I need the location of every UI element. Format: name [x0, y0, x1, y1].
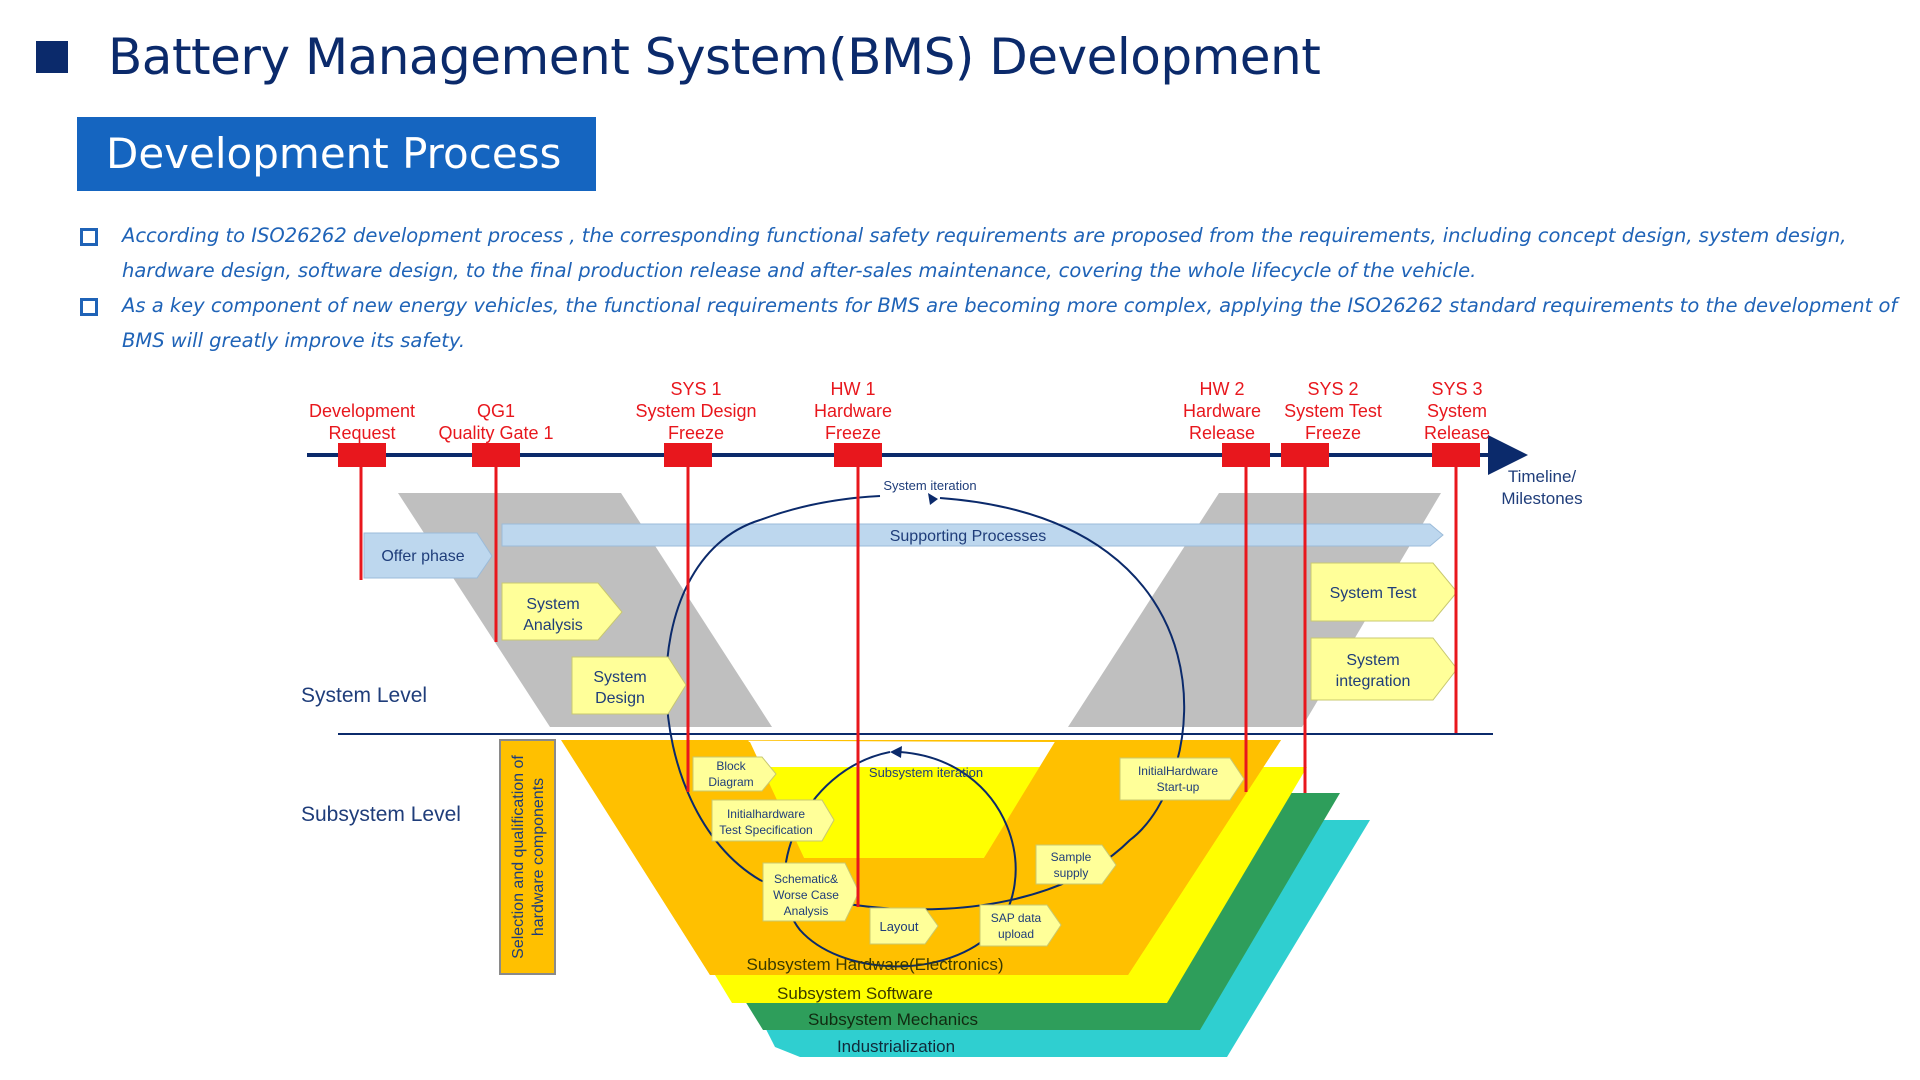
- system-test-box: [1310, 562, 1458, 622]
- subsystem-iteration-label: Subsystem iteration: [869, 765, 983, 780]
- block-diagram-line-2: Diagram: [708, 775, 753, 789]
- layout-label: Layout: [879, 919, 918, 934]
- layout-box: [869, 907, 939, 945]
- selection-qualification-line-2: hardware components: [530, 778, 547, 936]
- schematic-line-1: Schematic&: [774, 872, 838, 886]
- initial-hw-startup-line-2: Start-up: [1157, 780, 1200, 794]
- milestone-hw2-line-3: Release: [1189, 423, 1255, 443]
- bullet-item: According to ISO26262 development proces…: [78, 218, 1898, 288]
- layer-mechanics-label: Subsystem Mechanics: [808, 1010, 978, 1029]
- milestone-sys3-line-1: SYS 3: [1431, 379, 1482, 399]
- milestone-hw2-line-1: HW 2: [1200, 379, 1245, 399]
- milestone-development-request-line-2: Request: [328, 423, 395, 443]
- bullet-item: As a key component of new energy vehicle…: [78, 288, 1898, 358]
- layer-hardware-label: Subsystem Hardware(Electronics): [747, 955, 1004, 974]
- milestone-hw1-line-3: Freeze: [825, 423, 881, 443]
- milestone-hw2-line-2: Hardware: [1183, 401, 1261, 421]
- system-test-label: System Test: [1330, 585, 1417, 602]
- initial-hw-startup-box: [1119, 757, 1245, 801]
- sample-supply-line-1: Sample: [1051, 850, 1092, 864]
- system-integration-line-2: integration: [1336, 673, 1411, 690]
- subsystem-level-label: Subsystem Level: [301, 803, 461, 826]
- system-analysis-line-2: Analysis: [523, 617, 583, 634]
- milestone-marker-hw1: [834, 443, 882, 467]
- selection-qualification-line-1: Selection and qualification of: [510, 755, 527, 959]
- offer-phase-label: Offer phase: [381, 548, 464, 565]
- system-iteration-arrowhead-icon: [928, 493, 938, 505]
- system-analysis-box: [501, 582, 623, 641]
- milestone-sys2-line-3: Freeze: [1305, 423, 1361, 443]
- system-design-line-1: System: [593, 669, 646, 686]
- initial-hw-test-spec-box: [711, 799, 835, 842]
- system-level-label: System Level: [301, 684, 427, 707]
- initial-hw-startup-line-1: InitialHardware: [1138, 764, 1218, 778]
- milestone-marker-development-request: [338, 443, 386, 467]
- milestone-hw1-line-1: HW 1: [831, 379, 876, 399]
- milestone-development-request-line-1: Development: [309, 401, 415, 421]
- block-diagram-box: [692, 756, 777, 792]
- bullet-text: As a key component of new energy vehicle…: [122, 294, 1898, 352]
- milestone-sys1-line-3: Freeze: [668, 423, 724, 443]
- milestone-sys1-line-2: System Design: [635, 401, 756, 421]
- section-banner: Development Process: [77, 117, 596, 191]
- milestone-sys3-line-3: Release: [1424, 423, 1490, 443]
- sap-upload-box: [979, 904, 1062, 947]
- milestone-marker-sys3: [1432, 443, 1480, 467]
- hollow-square-bullet-icon: [80, 228, 98, 246]
- offer-phase-arrow: [363, 532, 493, 579]
- sample-supply-line-2: supply: [1054, 866, 1089, 880]
- milestone-marker-sys1: [664, 443, 712, 467]
- bullet-list: According to ISO26262 development proces…: [78, 218, 1898, 358]
- timeline-label-line-1: Timeline/: [1508, 467, 1577, 486]
- schematic-line-3: Analysis: [784, 904, 829, 918]
- layer-industrialization-label: Industrialization: [837, 1037, 955, 1056]
- milestone-sys1-line-1: SYS 1: [670, 379, 721, 399]
- system-analysis-line-1: System: [526, 596, 579, 613]
- timeline-label-line-2: Milestones: [1501, 489, 1582, 508]
- supporting-processes-label: Supporting Processes: [890, 528, 1047, 545]
- system-integration-line-1: System: [1346, 652, 1399, 669]
- title-square-icon: [36, 41, 68, 73]
- layer-hardware-fill: [561, 740, 1281, 975]
- milestone-qg1-line-1: QG1: [477, 401, 515, 421]
- hollow-square-bullet-icon: [80, 298, 98, 316]
- layer-software-label: Subsystem Software: [777, 984, 933, 1003]
- system-design-box: [571, 656, 687, 715]
- title-row: Battery Management System(BMS) Developme…: [36, 22, 1321, 92]
- schematic-box: [762, 862, 860, 922]
- selection-qualification-box: [499, 739, 556, 975]
- sap-upload-line-1: SAP data: [991, 911, 1042, 925]
- system-iteration-label: System iteration: [883, 478, 976, 493]
- sap-upload-line-2: upload: [998, 927, 1034, 941]
- milestone-marker-qg1: [472, 443, 520, 467]
- milestone-sys3-line-2: System: [1427, 401, 1487, 421]
- sample-supply-box: [1035, 844, 1117, 885]
- milestone-qg1-line-2: Quality Gate 1: [438, 423, 553, 443]
- page-title: Battery Management System(BMS) Developme…: [108, 28, 1321, 86]
- subsystem-iteration-arrowhead-icon: [890, 746, 902, 758]
- milestone-sys2-line-2: System Test: [1284, 401, 1382, 421]
- milestone-marker-hw2: [1222, 443, 1270, 467]
- milestone-marker-sys2: [1281, 443, 1329, 467]
- system-design-line-2: Design: [595, 690, 645, 707]
- milestone-hw1-line-2: Hardware: [814, 401, 892, 421]
- system-right-block: [1068, 493, 1441, 727]
- schematic-line-2: Worse Case: [773, 888, 839, 902]
- milestone-sys2-line-1: SYS 2: [1307, 379, 1358, 399]
- system-integration-box: [1310, 637, 1458, 701]
- initial-hw-test-spec-line-2: Test Specification: [719, 823, 812, 837]
- bullet-text: According to ISO26262 development proces…: [122, 224, 1847, 282]
- initial-hw-test-spec-line-1: Initialhardware: [727, 807, 805, 821]
- block-diagram-line-1: Block: [716, 759, 746, 773]
